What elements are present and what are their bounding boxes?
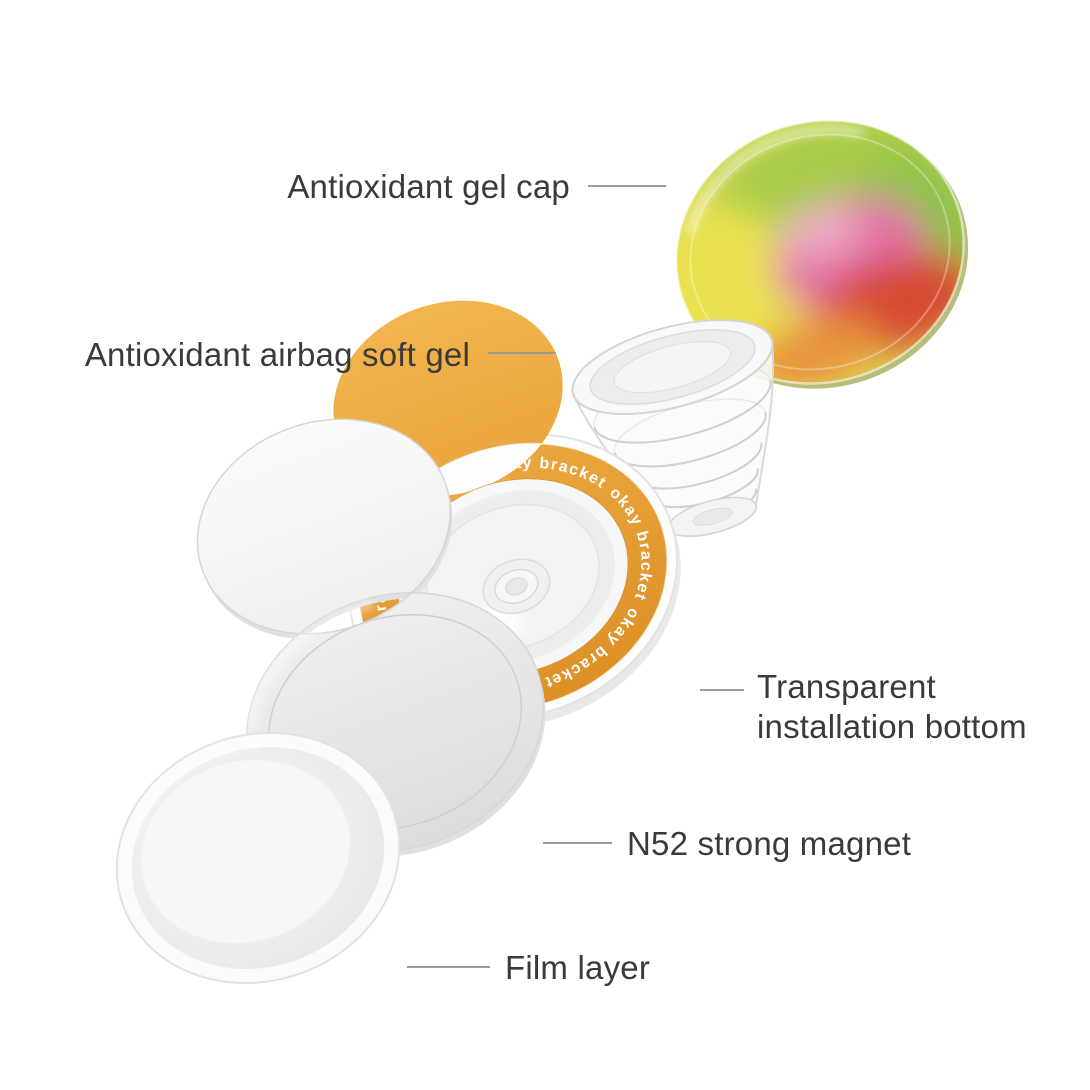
leader-line-install-bottom [700,689,744,691]
label-airbag: Antioxidant airbag soft gel [84,336,470,373]
gel-cap-part [641,83,999,421]
leader-line-airbag [488,352,556,354]
leader-line-gel-cap [588,185,666,187]
gel-cap-rim [675,119,965,385]
label-install-bottom: Transparent installation bottom [757,668,1027,746]
gel-cap-gloss [686,126,864,235]
gel-cap-swirl [641,83,999,421]
label-film: Film layer [505,949,651,986]
bracket-center-button [482,558,551,615]
airbag-gel-part [571,319,775,538]
leader-line-film [407,966,490,968]
film-layer-part [115,731,401,985]
label-magnet: N52 strong magnet [627,825,912,862]
label-gel-cap: Antioxidant gel cap [287,168,570,205]
leader-line-magnet [543,842,612,844]
